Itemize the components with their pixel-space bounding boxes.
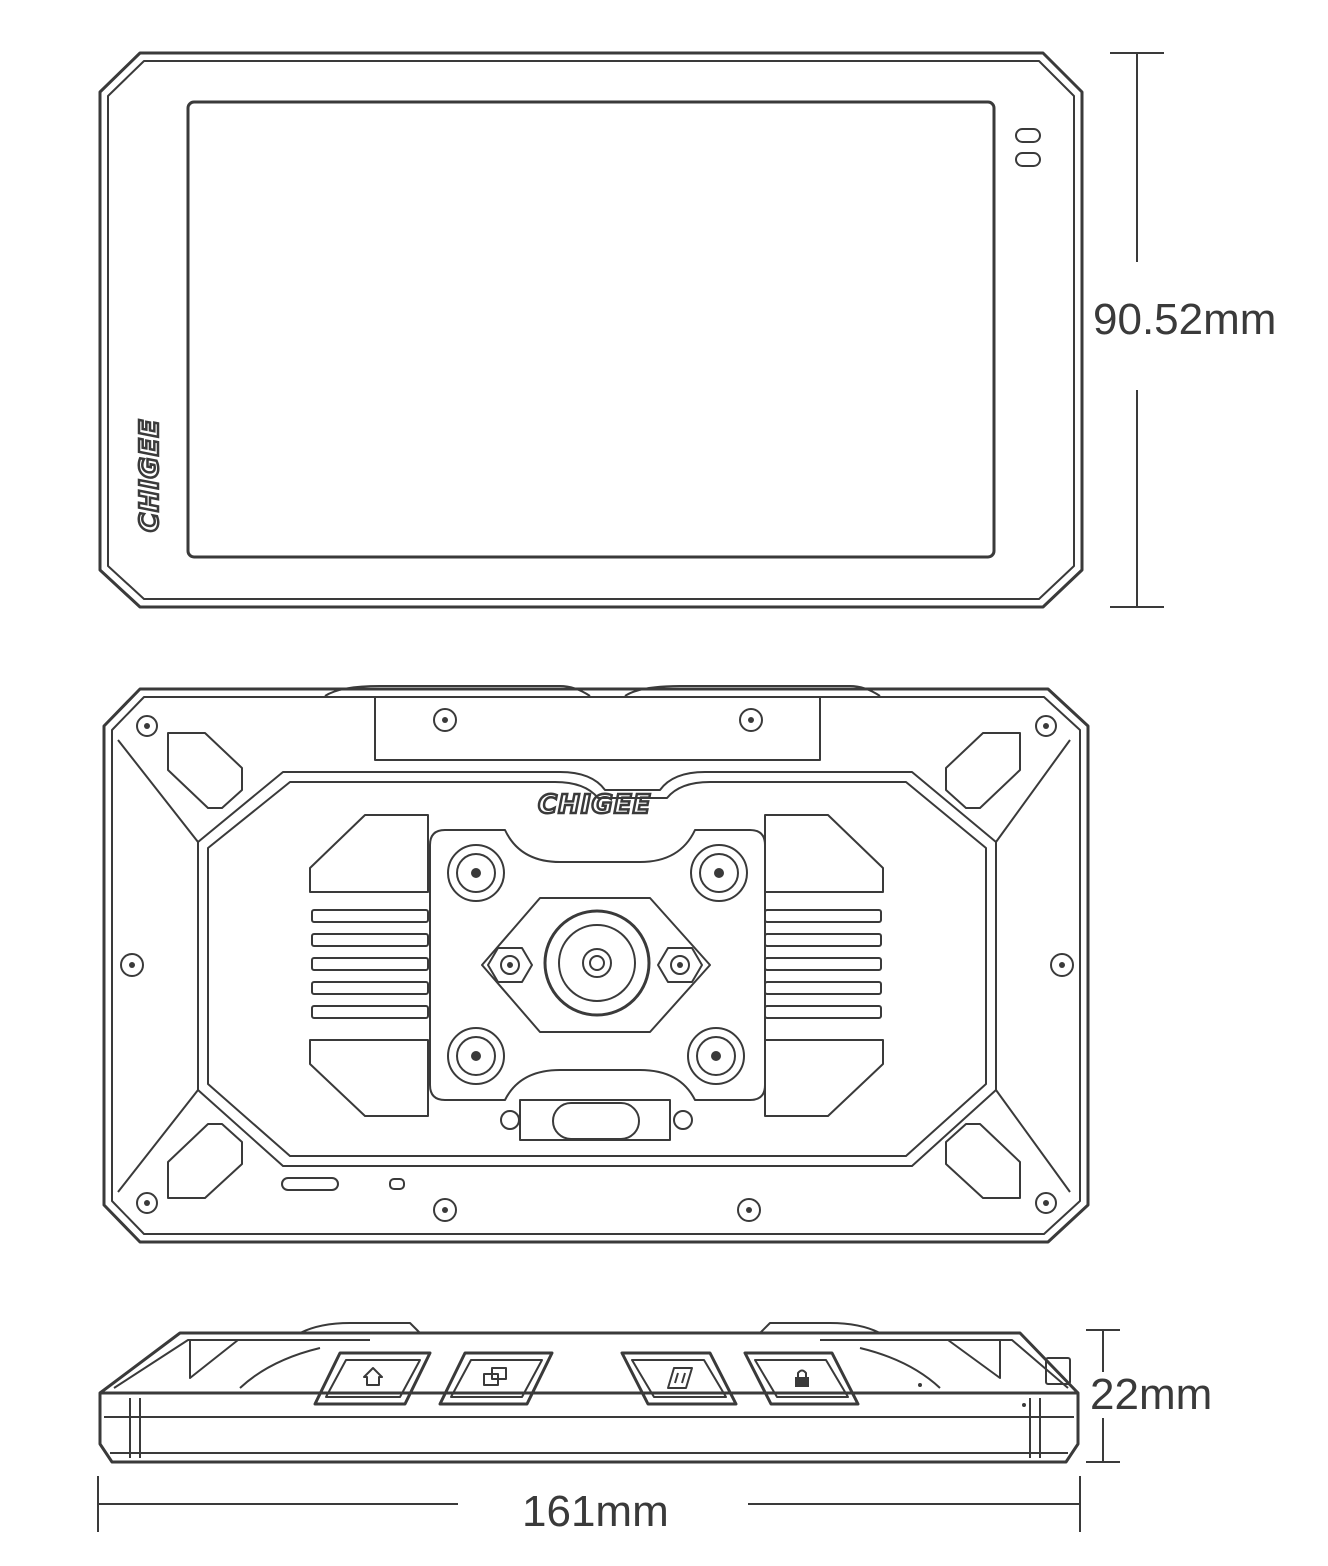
width-dimension: 161mm: [97, 1476, 1081, 1536]
height-dimension: 90.52mm: [1093, 52, 1276, 608]
front-logo-text: CHIGEE: [135, 419, 165, 532]
home-icon: [363, 1367, 383, 1386]
front-sensor-bottom: [1015, 152, 1041, 167]
ball-mount-outer: [543, 909, 651, 1017]
front-view: CHIGEE: [98, 51, 1084, 609]
thickness-dimension-label: 22mm: [1090, 1370, 1212, 1419]
mount-plate: [429, 829, 766, 1101]
side-body-outer: [98, 1391, 1080, 1464]
side-button-chigee[interactable]: [620, 1351, 738, 1406]
front-bezel-inner: [107, 60, 1075, 600]
side-button-windows[interactable]: [438, 1351, 554, 1406]
height-dimension-label: 90.52mm: [1093, 295, 1276, 344]
side-view: [98, 1322, 1080, 1464]
side-button-home[interactable]: [313, 1351, 432, 1406]
width-dimension-label: 161mm: [522, 1487, 669, 1536]
back-logo-text: CHIGEE: [538, 790, 651, 820]
heatsink-right: [764, 814, 884, 1117]
side-button-lock[interactable]: [743, 1351, 860, 1406]
windows-icon: [483, 1367, 507, 1386]
back-screws: [120, 708, 1074, 1222]
front-logo: CHIGEE: [134, 417, 167, 533]
heatsink-left: [309, 814, 429, 1117]
front-bezel-outer: [98, 51, 1084, 609]
front-screen: [186, 100, 996, 559]
back-view: CHIGEE: [102, 685, 1090, 1244]
thickness-dimension: 22mm: [1086, 1329, 1212, 1463]
back-housing-outer: [102, 687, 1090, 1244]
front-sensor-top: [1015, 128, 1041, 143]
chigee-logo-icon: [667, 1367, 693, 1389]
mount-bolts: [447, 844, 748, 1085]
lock-icon: [795, 1369, 809, 1387]
